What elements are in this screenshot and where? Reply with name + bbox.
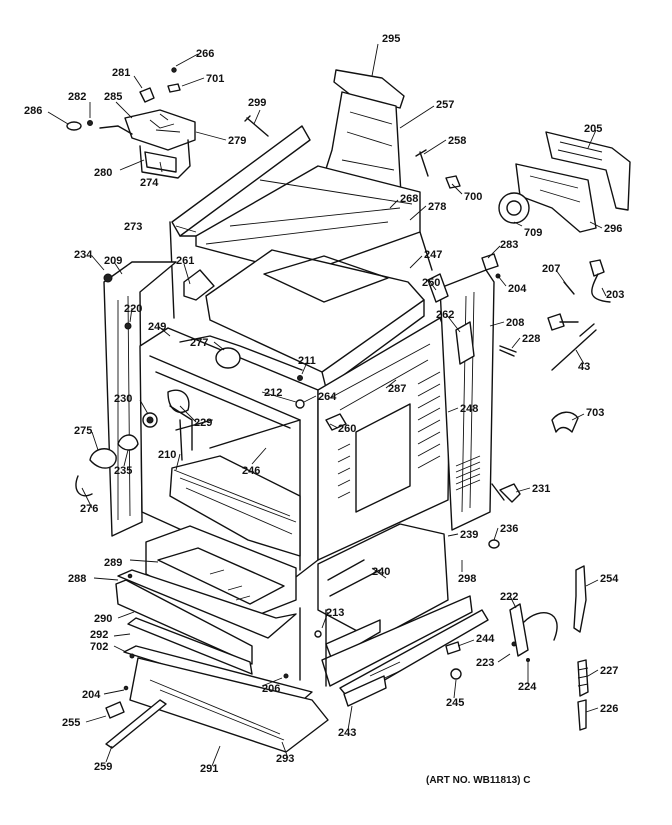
leveling-legs <box>105 673 289 749</box>
part-label-295: 295 <box>382 33 400 45</box>
part-label-291: 291 <box>200 763 218 775</box>
part-label-289: 289 <box>104 557 122 569</box>
art-number: (ART NO. WB11813) C <box>426 775 530 786</box>
part-label-282: 282 <box>68 91 86 103</box>
part-label-209: 209 <box>104 255 122 267</box>
part-label-292: 292 <box>90 629 108 641</box>
part-label-246: 246 <box>242 465 260 477</box>
part-label-283: 283 <box>500 239 518 251</box>
part-label-226: 226 <box>600 703 618 715</box>
right-lower-parts <box>509 565 589 731</box>
part-label-274: 274 <box>140 177 159 189</box>
part-label-281: 281 <box>112 67 130 79</box>
part-label-262: 262 <box>436 309 454 321</box>
right-hardware <box>481 253 611 549</box>
part-label-247: 247 <box>424 249 442 261</box>
lower-drawer-assembly <box>115 525 329 753</box>
part-label-286: 286 <box>24 105 42 117</box>
part-label-280: 280 <box>94 167 112 179</box>
part-label-223: 223 <box>476 657 494 669</box>
screw-258 <box>415 149 429 177</box>
part-label-293: 293 <box>276 753 294 765</box>
part-label-224: 224 <box>518 681 537 693</box>
part-label-266: 266 <box>196 48 214 60</box>
part-label-222: 222 <box>500 591 518 603</box>
part-label-288: 288 <box>68 573 86 585</box>
vent-brackets <box>498 131 631 233</box>
part-label-205: 205 <box>584 123 602 135</box>
part-label-206: 206 <box>262 683 280 695</box>
part-label-213: 213 <box>326 607 344 619</box>
part-label-254: 254 <box>600 573 619 585</box>
part-label-230: 230 <box>114 393 132 405</box>
part-label-702: 702 <box>90 641 108 653</box>
burner-valve-assembly <box>66 67 196 179</box>
right-side-panel <box>427 269 495 531</box>
part-label-228: 228 <box>522 333 540 345</box>
part-label-259: 259 <box>94 761 112 773</box>
part-label-248: 248 <box>460 403 478 415</box>
part-label-245: 245 <box>446 697 464 709</box>
part-label-276: 276 <box>80 503 98 515</box>
part-label-204b: 204 <box>82 689 101 701</box>
oven-cavity-body <box>139 317 451 581</box>
part-label-203: 203 <box>606 289 624 301</box>
part-label-239: 239 <box>460 529 478 541</box>
part-label-231: 231 <box>532 483 550 495</box>
part-labels: 266 281 701 282 285 286 279 280 274 299 295 257 258 2… <box>24 33 624 775</box>
part-label-700: 700 <box>464 191 482 203</box>
part-label-299: 299 <box>248 97 266 109</box>
part-label-43: 43 <box>578 361 590 373</box>
part-label-236: 236 <box>500 523 518 535</box>
leader-lines <box>47 43 607 767</box>
part-label-235: 235 <box>114 465 132 477</box>
part-label-273: 273 <box>124 221 142 233</box>
part-label-212: 212 <box>264 387 282 399</box>
part-label-249: 249 <box>148 321 166 333</box>
part-label-298: 298 <box>458 573 476 585</box>
part-label-240: 240 <box>372 566 390 578</box>
bracket-261 <box>183 269 215 301</box>
part-label-250: 250 <box>422 277 440 289</box>
part-label-701: 701 <box>206 73 224 85</box>
screw-299 <box>244 115 269 137</box>
part-label-290: 290 <box>94 613 112 625</box>
part-label-260: 260 <box>338 423 356 435</box>
part-label-279: 279 <box>228 135 246 147</box>
part-label-243: 243 <box>338 727 356 739</box>
part-label-296: 296 <box>604 223 622 235</box>
bottom-frame <box>299 523 489 707</box>
part-label-208: 208 <box>506 317 524 329</box>
part-label-268: 268 <box>400 193 418 205</box>
part-label-277: 277 <box>190 337 208 349</box>
part-label-244: 244 <box>476 633 495 645</box>
part-label-703: 703 <box>586 407 604 419</box>
oven-top-panel <box>205 249 425 389</box>
part-label-278: 278 <box>428 201 446 213</box>
part-label-229: 229 <box>194 417 212 429</box>
centre-hardware <box>295 375 347 431</box>
part-label-204a: 204 <box>508 283 527 295</box>
part-label-220: 220 <box>124 303 142 315</box>
part-label-709: 709 <box>524 227 542 239</box>
part-label-207: 207 <box>542 263 560 275</box>
part-label-264: 264 <box>318 391 337 403</box>
part-label-287: 287 <box>388 383 406 395</box>
part-label-211: 211 <box>298 355 316 367</box>
part-label-227: 227 <box>600 665 618 677</box>
part-label-210: 210 <box>158 449 176 461</box>
clip-700 <box>445 175 461 189</box>
front-left-parts <box>75 389 193 497</box>
part-label-261: 261 <box>176 255 194 267</box>
part-label-258: 258 <box>448 135 466 147</box>
part-label-234: 234 <box>74 249 93 261</box>
part-label-255: 255 <box>62 717 80 729</box>
part-label-257: 257 <box>436 99 454 111</box>
range-body-drawing <box>66 67 631 753</box>
part-label-285: 285 <box>104 91 122 103</box>
part-label-275: 275 <box>74 425 92 437</box>
